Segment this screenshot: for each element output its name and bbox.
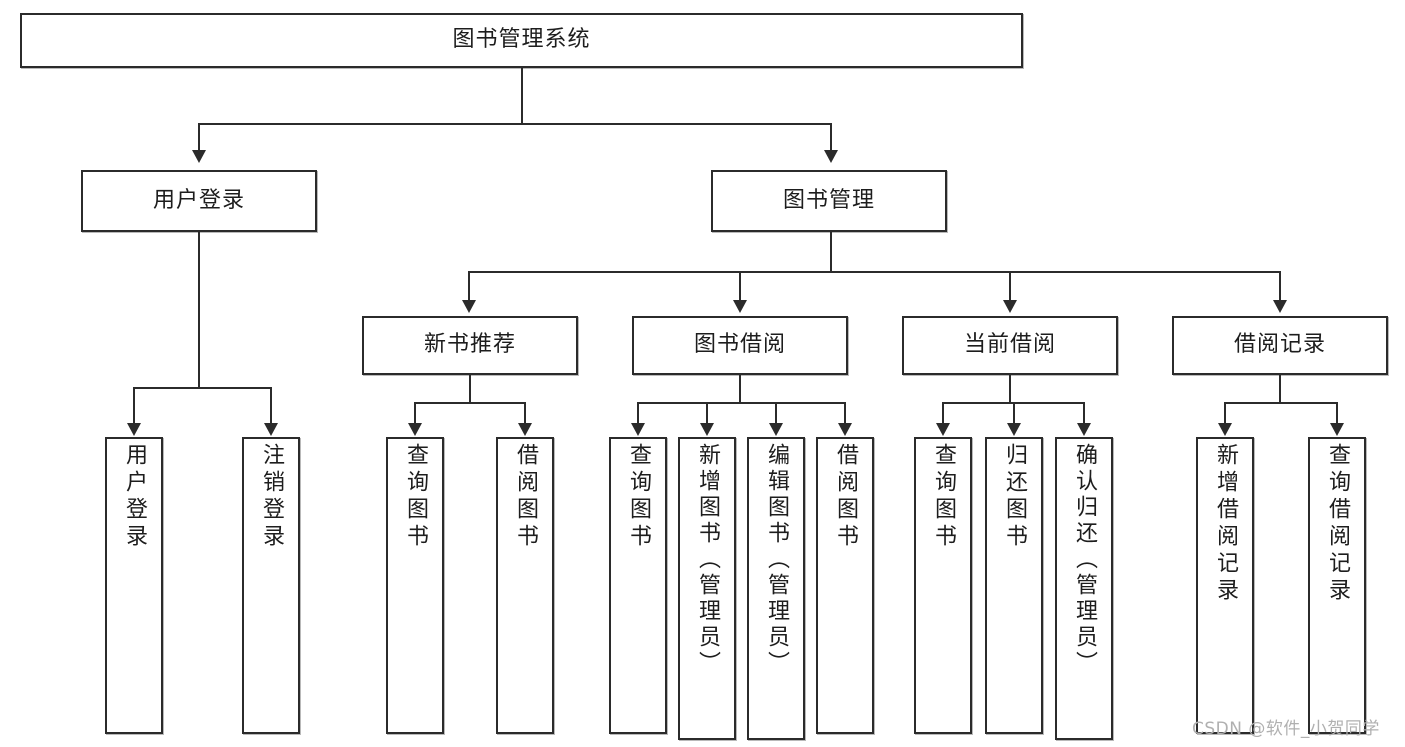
leaf-label: 注销登录 bbox=[259, 443, 284, 551]
leaf-label: 借阅图书 bbox=[833, 443, 858, 551]
connector-user-login-stem bbox=[198, 232, 200, 388]
connector-level3-bus bbox=[468, 271, 1280, 273]
arrowhead-book-borrow bbox=[733, 300, 747, 313]
arrowhead-new-book-recommend bbox=[462, 300, 476, 313]
connector-cb-drop-1 bbox=[942, 402, 944, 424]
connector-level2-drop-right bbox=[830, 123, 832, 151]
leaf-borrow-book-bb[interactable]: 借阅图书 bbox=[816, 437, 874, 734]
leaf-label: 编辑图书（管理员） bbox=[764, 443, 789, 677]
connector-br-drop-2 bbox=[1336, 402, 1338, 424]
arrowhead-br-leaf-1 bbox=[1218, 423, 1232, 436]
leaf-label: 确认归还（管理员） bbox=[1072, 443, 1097, 677]
connector-level3-drop-2 bbox=[739, 271, 741, 301]
leaf-label: 归还图书 bbox=[1002, 443, 1027, 551]
node-user-login[interactable]: 用户登录 bbox=[81, 170, 317, 232]
node-label: 图书管理 bbox=[782, 187, 875, 213]
connector-bb-stem bbox=[739, 375, 741, 403]
arrowhead-borrow-record bbox=[1273, 300, 1287, 313]
arrowhead-br-leaf-2 bbox=[1330, 423, 1344, 436]
connector-level2-drop-left bbox=[198, 123, 200, 151]
connector-br-bus bbox=[1224, 402, 1337, 404]
arrowhead-nbr-leaf-2 bbox=[518, 423, 532, 436]
connector-cb-drop-2 bbox=[1013, 402, 1015, 424]
leaf-add-book-admin[interactable]: 新增图书（管理员） bbox=[678, 437, 736, 740]
connector-br-drop-1 bbox=[1224, 402, 1226, 424]
connector-cb-stem bbox=[1009, 375, 1011, 403]
leaf-label: 新增图书（管理员） bbox=[695, 443, 720, 677]
leaf-query-borrow-record[interactable]: 查询借阅记录 bbox=[1308, 437, 1366, 734]
connector-root-stem bbox=[521, 68, 523, 124]
connector-nbr-bus bbox=[414, 402, 526, 404]
connector-level3-drop-1 bbox=[468, 271, 470, 301]
leaf-label: 查询图书 bbox=[626, 443, 651, 551]
connector-br-stem bbox=[1279, 375, 1281, 403]
leaf-query-book-bb[interactable]: 查询图书 bbox=[609, 437, 667, 734]
arrowhead-bb-leaf-2 bbox=[700, 423, 714, 436]
connector-bb-drop-4 bbox=[844, 402, 846, 424]
connector-nbr-stem bbox=[469, 375, 471, 403]
leaf-query-book-nbr[interactable]: 查询图书 bbox=[386, 437, 444, 734]
connector-nbr-drop-2 bbox=[524, 402, 526, 424]
connector-cb-drop-3 bbox=[1083, 402, 1085, 424]
node-book-borrow[interactable]: 图书借阅 bbox=[632, 316, 848, 375]
arrowhead-user-login bbox=[192, 150, 206, 163]
leaf-label: 用户登录 bbox=[122, 443, 147, 551]
leaf-add-borrow-record[interactable]: 新增借阅记录 bbox=[1196, 437, 1254, 734]
arrowhead-book-management bbox=[824, 150, 838, 163]
leaf-edit-book-admin[interactable]: 编辑图书（管理员） bbox=[747, 437, 805, 740]
node-borrow-record[interactable]: 借阅记录 bbox=[1172, 316, 1388, 375]
node-current-borrow[interactable]: 当前借阅 bbox=[902, 316, 1118, 375]
leaf-label: 查询图书 bbox=[931, 443, 956, 551]
arrowhead-cb-leaf-2 bbox=[1007, 423, 1021, 436]
leaf-query-book-cb[interactable]: 查询图书 bbox=[914, 437, 972, 734]
node-root-system[interactable]: 图书管理系统 bbox=[20, 13, 1023, 68]
connector-user-login-bus bbox=[133, 387, 271, 389]
connector-level2-bus bbox=[198, 123, 832, 125]
node-label: 用户登录 bbox=[152, 187, 245, 213]
connector-bb-drop-1 bbox=[637, 402, 639, 424]
leaf-label: 新增借阅记录 bbox=[1213, 443, 1238, 605]
arrowhead-current-borrow bbox=[1003, 300, 1017, 313]
arrowhead-bb-leaf-4 bbox=[838, 423, 852, 436]
arrowhead-leaf-logout bbox=[264, 423, 278, 436]
leaf-borrow-book-nbr[interactable]: 借阅图书 bbox=[496, 437, 554, 734]
node-label: 新书推荐 bbox=[423, 332, 516, 358]
connector-book-management-stem bbox=[830, 232, 832, 272]
leaf-return-book[interactable]: 归还图书 bbox=[985, 437, 1043, 734]
arrowhead-leaf-user-login bbox=[127, 423, 141, 436]
leaf-label: 查询图书 bbox=[403, 443, 428, 551]
arrowhead-cb-leaf-3 bbox=[1077, 423, 1091, 436]
connector-level3-drop-4 bbox=[1279, 271, 1281, 301]
arrowhead-cb-leaf-1 bbox=[936, 423, 950, 436]
arrowhead-nbr-leaf-1 bbox=[408, 423, 422, 436]
node-new-book-recommend[interactable]: 新书推荐 bbox=[362, 316, 578, 375]
connector-user-login-drop-2 bbox=[270, 387, 272, 424]
node-label: 借阅记录 bbox=[1233, 332, 1326, 358]
node-label: 图书借阅 bbox=[693, 332, 786, 358]
connector-bb-drop-3 bbox=[775, 402, 777, 424]
leaf-user-login[interactable]: 用户登录 bbox=[105, 437, 163, 734]
leaf-label: 借阅图书 bbox=[513, 443, 538, 551]
connector-level3-drop-3 bbox=[1009, 271, 1011, 301]
arrowhead-bb-leaf-3 bbox=[769, 423, 783, 436]
connector-bb-drop-2 bbox=[706, 402, 708, 424]
node-label: 当前借阅 bbox=[963, 332, 1056, 358]
leaf-confirm-return-admin[interactable]: 确认归还（管理员） bbox=[1055, 437, 1113, 740]
connector-bb-bus bbox=[637, 402, 845, 404]
csdn-watermark: CSDN @软件_小贺同学 bbox=[1192, 719, 1380, 739]
connector-user-login-drop-1 bbox=[133, 387, 135, 424]
connector-nbr-drop-1 bbox=[414, 402, 416, 424]
node-book-management[interactable]: 图书管理 bbox=[711, 170, 947, 232]
leaf-logout[interactable]: 注销登录 bbox=[242, 437, 300, 734]
node-label: 图书管理系统 bbox=[452, 27, 591, 53]
leaf-label: 查询借阅记录 bbox=[1325, 443, 1350, 605]
arrowhead-bb-leaf-1 bbox=[631, 423, 645, 436]
